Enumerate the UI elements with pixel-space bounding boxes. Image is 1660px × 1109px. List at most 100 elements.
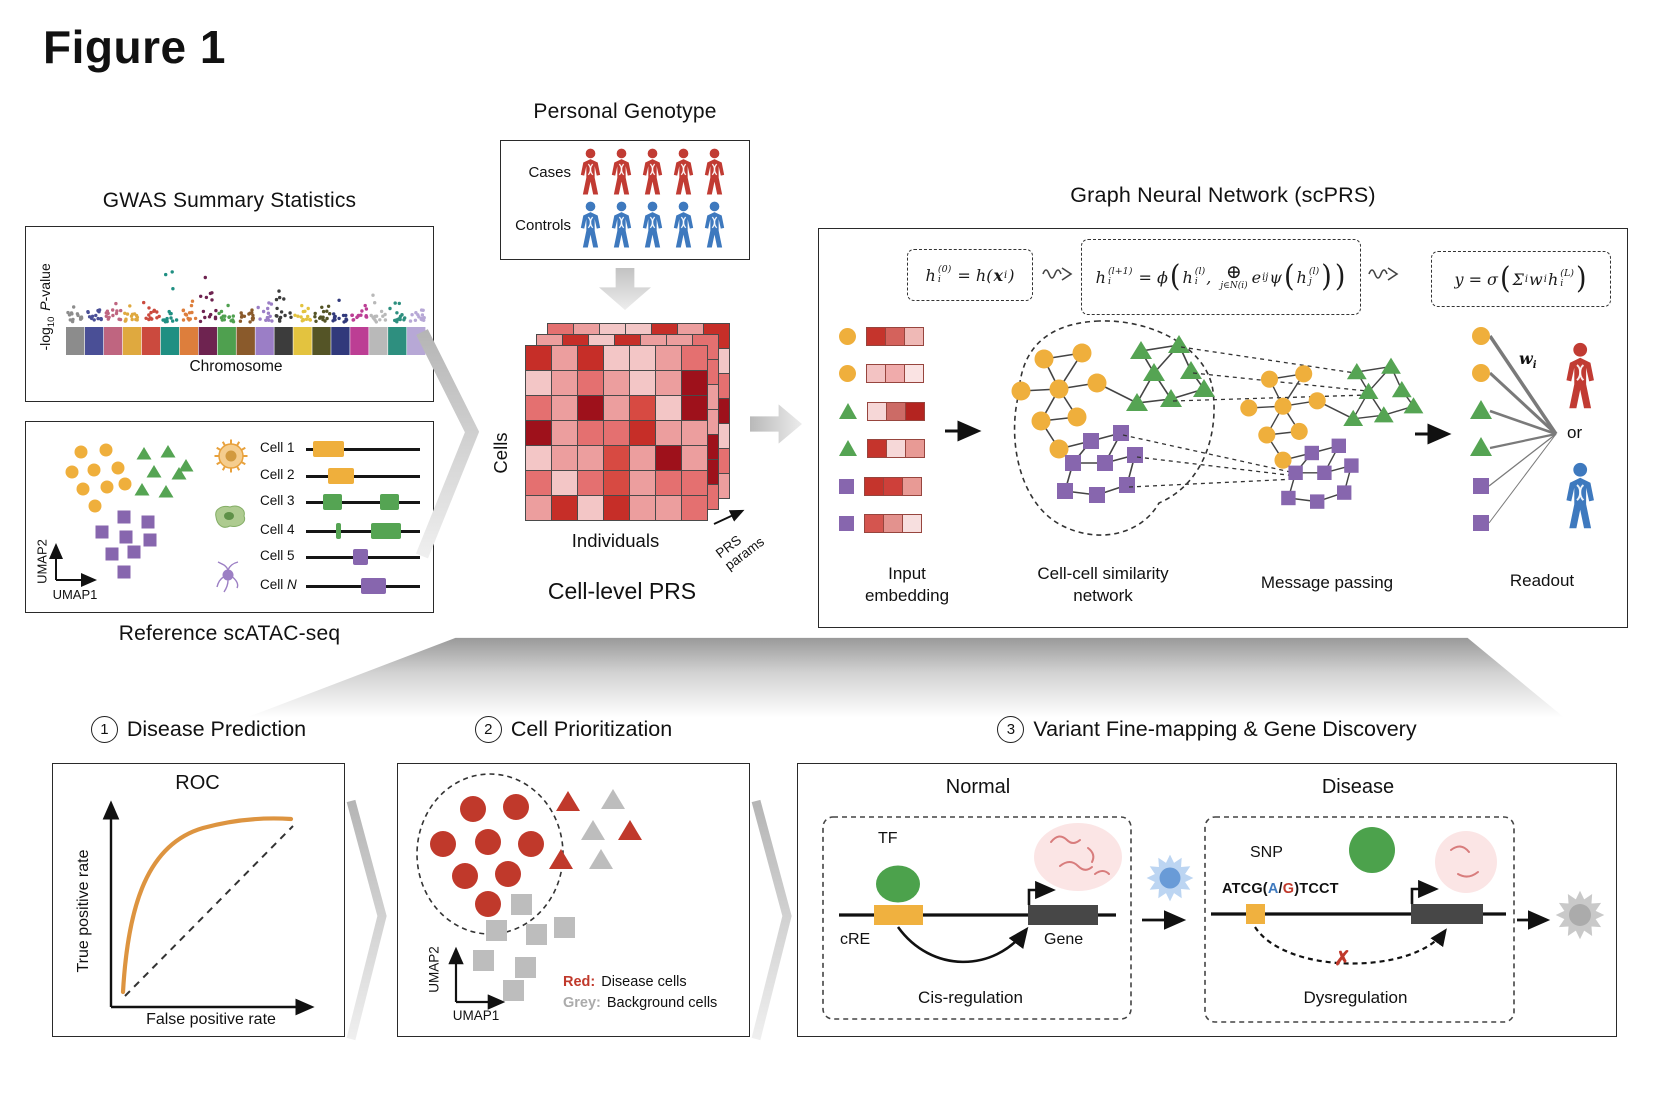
manhattan-dot — [274, 297, 279, 302]
heatmap-cell — [552, 496, 577, 520]
input-embedding-rows — [819, 229, 979, 559]
manhattan-dot — [171, 319, 175, 323]
track-label: Cell 1 — [260, 440, 295, 455]
gene-label: Gene — [1044, 931, 1084, 948]
manhattan-block — [255, 327, 274, 355]
manhattan-dot — [251, 313, 255, 318]
disease-tss-arrow — [1410, 879, 1439, 904]
manhattan-dot — [314, 319, 318, 323]
manhattan-dot — [369, 313, 373, 318]
heatmap-cell — [526, 421, 551, 445]
manhattan-dot — [344, 318, 349, 322]
prs-params-arrow — [713, 509, 745, 525]
manhattan-block — [160, 327, 180, 355]
manhattan-dot — [266, 311, 271, 315]
manhattan-dot — [123, 311, 127, 315]
manhattan-dot — [164, 272, 168, 277]
heatmap-cell — [604, 471, 629, 495]
manhattan-dot — [210, 298, 214, 302]
manhattan-dot — [135, 318, 139, 322]
normal-tss-arrow — [1027, 880, 1056, 905]
manhattan-dot — [413, 318, 418, 322]
track-peak-block — [327, 467, 354, 484]
manhattan-dot — [72, 305, 76, 309]
track-peak-block — [360, 577, 386, 594]
legend-grey-text: Background cells — [606, 995, 718, 1011]
heatmap-cell — [526, 496, 551, 520]
manhattan-dot — [186, 316, 190, 321]
manhattan-dot — [308, 318, 312, 322]
manhattan-dot — [217, 311, 221, 316]
heatmap-cell — [630, 421, 655, 445]
manhattan-block — [331, 327, 350, 355]
manhattan-dot — [282, 297, 286, 301]
manhattan-dot — [87, 315, 92, 319]
embedding-row — [839, 326, 924, 346]
manhattan-dot — [419, 308, 424, 312]
seq-allele-a: A — [1267, 881, 1279, 897]
manhattan-dot — [125, 312, 130, 316]
track-peak-block — [312, 440, 344, 457]
embedding-strip — [864, 476, 922, 496]
manhattan-dot — [231, 318, 235, 322]
neuron-icon — [216, 561, 239, 593]
disease-title: Disease — [1321, 776, 1395, 798]
manhattan-dot — [201, 309, 206, 314]
manhattan-dot — [267, 301, 271, 305]
manhattan-block — [236, 327, 255, 355]
manhattan-dot — [152, 309, 156, 313]
track-label: Cell 5 — [260, 548, 295, 563]
heatmap-cell — [682, 371, 707, 395]
heatmap-cell — [630, 396, 655, 420]
embedding-cell — [904, 363, 924, 383]
normal-gene-body — [1028, 905, 1098, 925]
disease-cell-dots — [430, 794, 544, 917]
manhattan-dot — [181, 318, 186, 322]
heatmap-cell — [630, 371, 655, 395]
heatmap-cell — [630, 446, 655, 470]
manhattan-dot — [170, 270, 174, 274]
normal-box-outline — [822, 816, 1132, 1020]
track-line — [306, 475, 420, 478]
embedding-cell — [905, 438, 925, 458]
manhattan-dot — [169, 316, 173, 320]
manhattan-block — [84, 327, 104, 355]
manhattan-dot — [410, 313, 414, 317]
heatmap-cell — [526, 446, 551, 470]
circle-cell-icon — [839, 327, 856, 345]
manhattan-block — [103, 327, 123, 355]
disease-box-outline — [1204, 816, 1515, 1023]
background-square-cells — [473, 894, 575, 1001]
genotype-panel: Cases Controls — [500, 140, 750, 260]
manhattan-dot — [301, 309, 305, 314]
manhattan-dot — [147, 317, 151, 322]
manhattan-dot — [226, 303, 230, 308]
cell-prioritization-panel: UMAP2 UMAP1 Red: Disease cells Grey: Bac… — [397, 763, 750, 1037]
manhattan-dot — [165, 316, 169, 321]
ylabel-post: -value — [37, 263, 54, 302]
manhattan-dot — [320, 305, 324, 309]
seq-pre: ATCG( — [1222, 881, 1268, 897]
embedding-strip — [867, 401, 925, 421]
reduced-rna-blob — [1435, 831, 1497, 893]
triangle-cell-icon — [839, 440, 857, 456]
manhattan-block — [293, 327, 312, 355]
manhattan-dot — [135, 315, 140, 320]
p2-umap2-label: UMAP2 — [426, 946, 442, 993]
cis-regulation-caption: Cis-regulation — [918, 988, 1023, 1007]
legend-red-key: Red: — [563, 974, 596, 990]
manhattan-dot — [198, 319, 203, 324]
ylabel-pre: -log — [37, 327, 54, 351]
legend-background: Grey: Background cells — [563, 993, 717, 1014]
person-icon — [580, 200, 601, 249]
person-icon — [580, 147, 601, 196]
heatmap-cell — [682, 446, 707, 470]
umap-scatter — [65, 443, 194, 579]
track-peak-block — [335, 522, 342, 539]
normal-title: Normal — [945, 776, 1011, 798]
roc-plot — [102, 800, 315, 1016]
manhattan-dot — [359, 313, 363, 317]
manhattan-dot — [162, 318, 166, 322]
embedding-row — [839, 513, 922, 533]
roc-diagonal — [124, 825, 294, 997]
